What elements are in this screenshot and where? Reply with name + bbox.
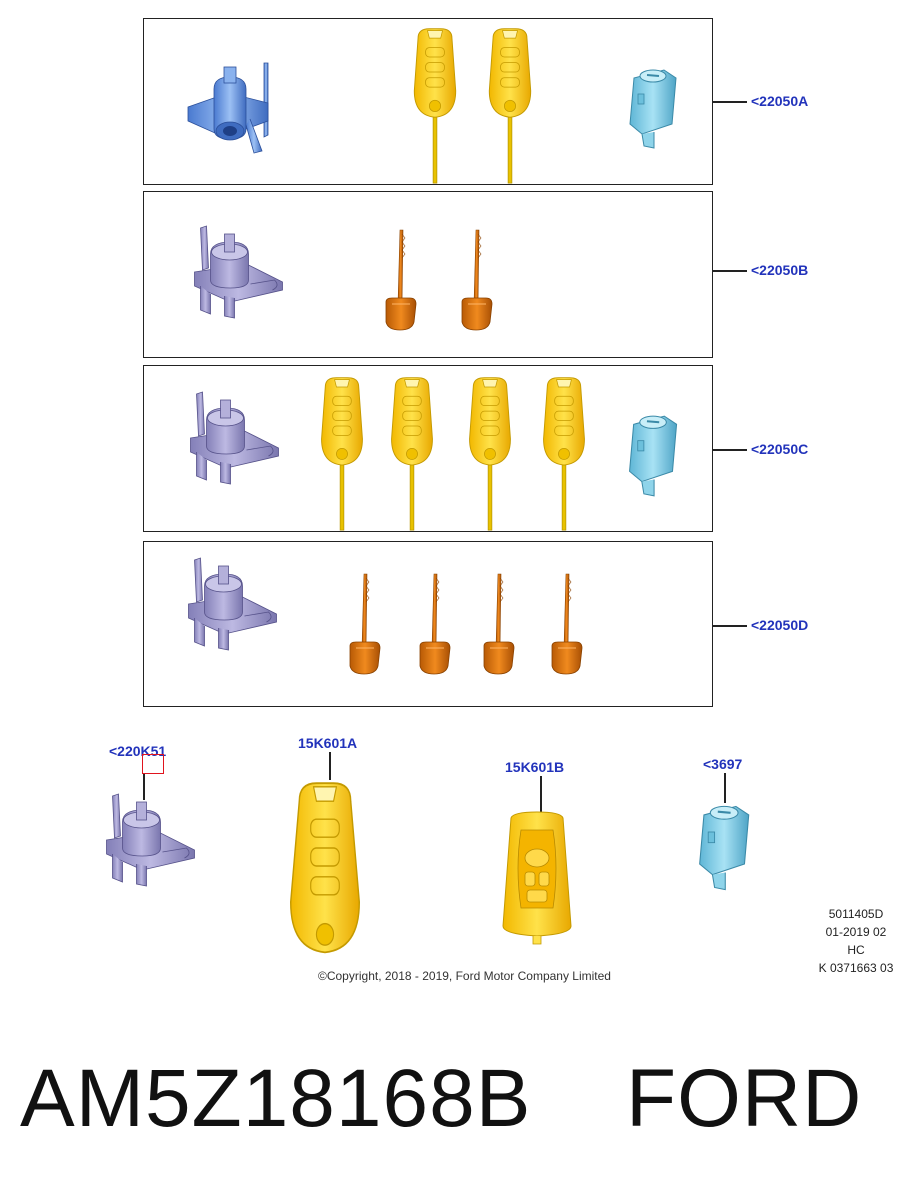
ignition-cylinder-icon: [620, 64, 680, 154]
part-label-220k51[interactable]: <220K51: [109, 743, 167, 759]
callout-label-22050b[interactable]: <22050B: [751, 262, 809, 278]
callout-label-22050a[interactable]: <22050A: [751, 93, 809, 109]
smart-key-fob-icon: [496, 808, 578, 948]
key-blade-icon: [546, 570, 586, 680]
stamp-line: K 0371663 03: [818, 961, 894, 975]
key-blade-icon: [380, 226, 420, 336]
flip-key-icon: [407, 25, 463, 185]
part-label-15k601a[interactable]: 15K601A: [298, 735, 358, 751]
callout-label-22050c[interactable]: <22050C: [751, 441, 809, 457]
kit-panel-a: [143, 18, 713, 185]
stamp-line: HC: [847, 943, 865, 957]
flip-key-fob-icon: [289, 782, 361, 954]
key-blade-icon: [478, 570, 518, 680]
part-leader-line: [143, 774, 145, 800]
callout-leader: [713, 101, 747, 103]
callout-label-22050d[interactable]: <22050D: [751, 617, 809, 633]
brand-title: FORD: [626, 1053, 863, 1144]
flip-key-icon: [384, 374, 440, 532]
part-leader-line: [724, 773, 726, 803]
selected-part-highlight[interactable]: [142, 754, 164, 774]
lock-housing-icon: [96, 792, 201, 892]
copyright-notice: ©Copyright, 2018 - 2019, Ford Motor Comp…: [318, 969, 611, 983]
flip-key-icon: [482, 25, 538, 185]
callout-leader: [713, 625, 747, 627]
lock-housing-icon: [178, 556, 283, 656]
stamp-line: 01-2019 02: [825, 925, 887, 939]
illustration-stamp: 5011405D 01-2019 02 HC K 0371663 03: [806, 905, 906, 977]
lock-housing-icon: [180, 390, 285, 490]
stamp-line: 5011405D: [828, 907, 884, 921]
part-leader-line: [540, 776, 542, 816]
lock-assembly-blue-icon: [184, 59, 284, 159]
callout-leader: [713, 449, 747, 451]
flip-key-icon: [536, 374, 592, 532]
lock-housing-icon: [184, 224, 289, 324]
callout-leader: [713, 270, 747, 272]
ignition-cylinder-icon: [618, 410, 682, 502]
ignition-cylinder-icon: [688, 800, 754, 896]
kit-panel-b: [143, 191, 713, 358]
part-leader-line: [329, 752, 331, 780]
part-label-15k601b[interactable]: 15K601B: [505, 759, 565, 775]
flip-key-icon: [314, 374, 370, 532]
kit-panel-c: [143, 365, 713, 532]
flip-key-icon: [462, 374, 518, 532]
part-number-title: AM5Z18168B: [20, 1053, 532, 1144]
part-label-3697[interactable]: <3697: [703, 756, 743, 772]
key-blade-icon: [456, 226, 496, 336]
key-blade-icon: [414, 570, 454, 680]
key-blade-icon: [344, 570, 384, 680]
kit-panel-d: [143, 541, 713, 707]
